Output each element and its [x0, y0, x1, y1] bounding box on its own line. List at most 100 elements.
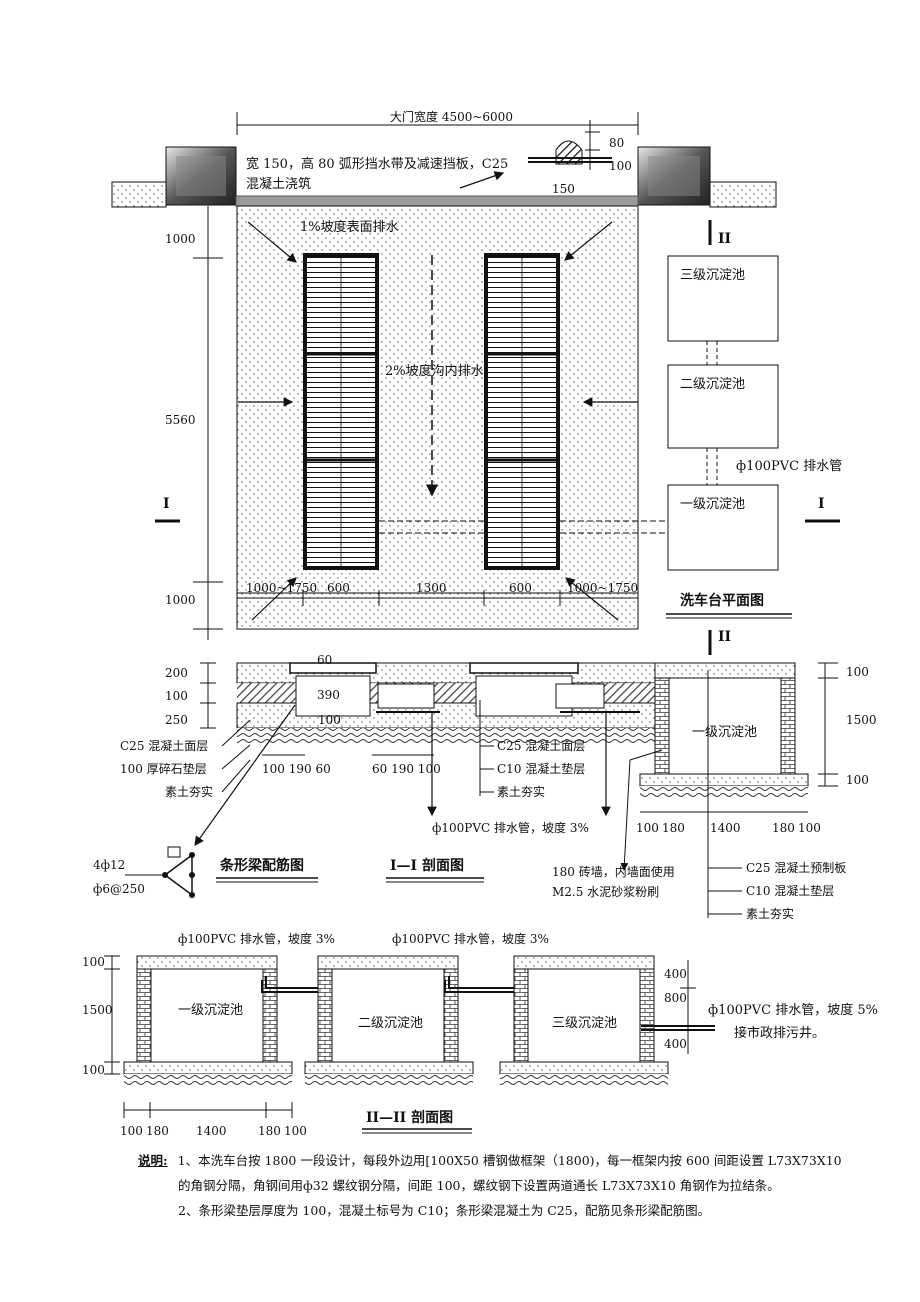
s1-pipe-label: ф100PVC 排水管，坡度 3% — [432, 820, 589, 835]
right-wall — [709, 181, 777, 208]
curb-dim-80: 80 — [609, 136, 624, 150]
s1-tank-bdim-2: 1400 — [710, 821, 741, 835]
rebar-stirrup: ф6@250 — [93, 882, 145, 896]
s1-dim-200: 200 — [165, 666, 188, 680]
plan-tank-1 — [667, 484, 779, 571]
s2-out-pipe-2: 接市政排污井。 — [734, 1025, 825, 1041]
s1-slab-c10: C10 混凝土垫层 — [746, 883, 834, 898]
notes-line-3: 2、条形梁垫层厚度为 100，混凝土标号为 C10；条形梁混凝土为 C25，配筋… — [178, 1203, 711, 1218]
curb-dim-150: 150 — [552, 182, 575, 196]
s2-tank-1: 一级沉淀池 — [123, 955, 293, 1086]
plan-dim-3: 600 — [509, 581, 532, 595]
s2-bdim-0: 100 — [120, 1124, 143, 1138]
dim-1000-bottom: 1000 — [165, 593, 196, 607]
plan-tank-1-label: 一级沉淀池 — [680, 497, 745, 512]
s2-dim-100-bottom: 100 — [82, 1063, 105, 1077]
s2-right-dim-1: 800 — [664, 991, 687, 1005]
s1-dims-a: 100 190 60 — [262, 762, 331, 776]
rebar-main: 4ф12 — [93, 858, 125, 872]
s1-tank-dim-1500: 1500 — [846, 713, 877, 727]
curb-note-1: 宽 150，高 80 弧形挡水带及减速挡板，C25 — [246, 156, 508, 172]
section-mark-II-top: II — [718, 231, 731, 247]
plan-tank-3 — [667, 255, 779, 342]
plan-dim-2: 1300 — [416, 581, 447, 595]
curb-note-2: 混凝土浇筑 — [246, 176, 311, 192]
s1-mid-c10: C10 混凝土垫层 — [497, 761, 585, 776]
plan-view: 大门宽度 4500~6000 宽 150，高 80 弧形挡水带及减速挡板，C25… — [111, 109, 842, 655]
wash-slab — [236, 205, 639, 630]
s1-tank-bdim-1: 180 — [662, 821, 685, 835]
s2-tank-3: 三级沉淀池 — [499, 955, 669, 1086]
s2-dim-100-top: 100 — [82, 955, 105, 969]
section1-title: I—I 剖面图 — [390, 857, 464, 874]
plan-dim-4: 1000~1750 — [567, 581, 638, 595]
section-mark-I-right: I — [818, 496, 825, 512]
section-I-I: 200 100 250 60 390 100 C25 混凝土面层 100 厚碎石… — [93, 653, 877, 921]
s2-bdim-3: 180 — [258, 1124, 281, 1138]
curb-detail: 80 100 150 — [528, 120, 632, 196]
s1-slab-soil: 素土夯实 — [746, 906, 794, 921]
s2-bdim-4: 100 — [284, 1124, 307, 1138]
s1-tank-dim-100-bottom: 100 — [846, 773, 869, 787]
s2-tank-1-label: 一级沉淀池 — [178, 1003, 243, 1018]
beam-title: 条形梁配筋图 — [219, 857, 304, 874]
notes-line-2: 的角钢分隔，角钢间用ф32 螺纹钢分隔，间距 100，螺纹钢下设置两道通长 L7… — [178, 1178, 780, 1193]
s1-slab-c25: C25 混凝土预制板 — [746, 860, 846, 875]
notes-title: 说明: — [138, 1153, 168, 1168]
notes-section: 说明: 1、本洗车台按 1800 一段设计，每段外边用[100X50 槽钢做框架（… — [138, 1148, 898, 1223]
s2-tank-2: 二级沉淀池 — [304, 955, 474, 1086]
s2-right-dim-2: 400 — [664, 1037, 687, 1051]
gate-width-label: 大门宽度 4500~6000 — [390, 109, 513, 124]
s1-mid-c25: C25 混凝土面层 — [497, 738, 585, 753]
section-II-II: ф100PVC 排水管，坡度 3% ф100PVC 排水管，坡度 3% 一级沉淀… — [82, 931, 878, 1138]
plan-dim-1: 600 — [327, 581, 350, 595]
section2-title: II—II 剖面图 — [366, 1109, 453, 1126]
plan-bottom-dims: 1000~1750 600 1300 600 1000~1750 — [236, 581, 639, 606]
s2-dim-1500: 1500 — [82, 1003, 113, 1017]
section1-soil — [237, 728, 655, 743]
s2-tank-2-label: 二级沉淀池 — [358, 1016, 423, 1031]
s1-layer-c25: C25 混凝土面层 — [120, 738, 208, 753]
s2-right-dim-0: 400 — [664, 967, 687, 981]
section-mark-I-left: I — [163, 496, 170, 512]
plan-pipe-label: ф100PVC 排水管 — [736, 459, 842, 474]
s1-tank-label: 一级沉淀池 — [692, 725, 757, 740]
notes-line-1-wrap: 说明: 1、本洗车台按 1800 一段设计，每段外边用[100X50 槽钢做框架（… — [138, 1148, 898, 1173]
s2-tank-3-label: 三级沉淀池 — [552, 1016, 617, 1031]
s1-wall-note-2: M2.5 水泥砂浆粉刷 — [552, 884, 659, 899]
s1-tank-bdim-0: 100 — [636, 821, 659, 835]
dim-5560: 5560 — [165, 413, 196, 427]
s2-bdim-1: 180 — [146, 1124, 169, 1138]
notes-line-1: 1、本洗车台按 1800 一段设计，每段外边用[100X50 槽钢做框架（180… — [177, 1153, 842, 1168]
slope-surface-label: 1%坡度表面排水 — [300, 219, 399, 235]
s1-tank-slab — [654, 662, 796, 679]
plan-tank-2 — [667, 364, 779, 449]
s1-dim-100-inner: 100 — [318, 713, 341, 727]
s1-layer-soil: 素土夯实 — [165, 784, 213, 799]
plan-dim-0: 1000~1750 — [246, 581, 317, 595]
s1-layer-gravel: 100 厚碎石垫层 — [120, 761, 207, 776]
plan-title: 洗车台平面图 — [680, 592, 764, 609]
s1-dim-250: 250 — [165, 713, 188, 727]
s2-out-pipe-1: ф100PVC 排水管，坡度 5% — [708, 1002, 878, 1018]
dim-1000-top: 1000 — [165, 232, 196, 246]
s2-pipe-b: ф100PVC 排水管，坡度 3% — [392, 931, 549, 946]
slope-trench-label: 2%坡度沟内排水 — [385, 363, 484, 379]
s1-dim-60: 60 — [317, 653, 332, 667]
s1-tank-bdim-4: 100 — [798, 821, 821, 835]
grate-right — [484, 253, 560, 570]
s1-tank-bdim-3: 180 — [772, 821, 795, 835]
section-mark-II-bottom: II — [718, 629, 731, 645]
s1-dim-100: 100 — [165, 689, 188, 703]
rebar-diagram: 4ф12 ф6@250 — [93, 846, 195, 898]
water-retaining-curb — [235, 195, 639, 207]
s1-dims-b: 60 190 100 — [372, 762, 441, 776]
grate-left — [303, 253, 379, 570]
s2-bdim-2: 1400 — [196, 1124, 227, 1138]
s1-tank-dim-100-top: 100 — [846, 665, 869, 679]
s2-pipe-a: ф100PVC 排水管，坡度 3% — [178, 931, 335, 946]
s1-dim-390: 390 — [317, 688, 340, 702]
plan-tank-2-label: 二级沉淀池 — [680, 377, 745, 392]
left-wall — [111, 181, 167, 208]
